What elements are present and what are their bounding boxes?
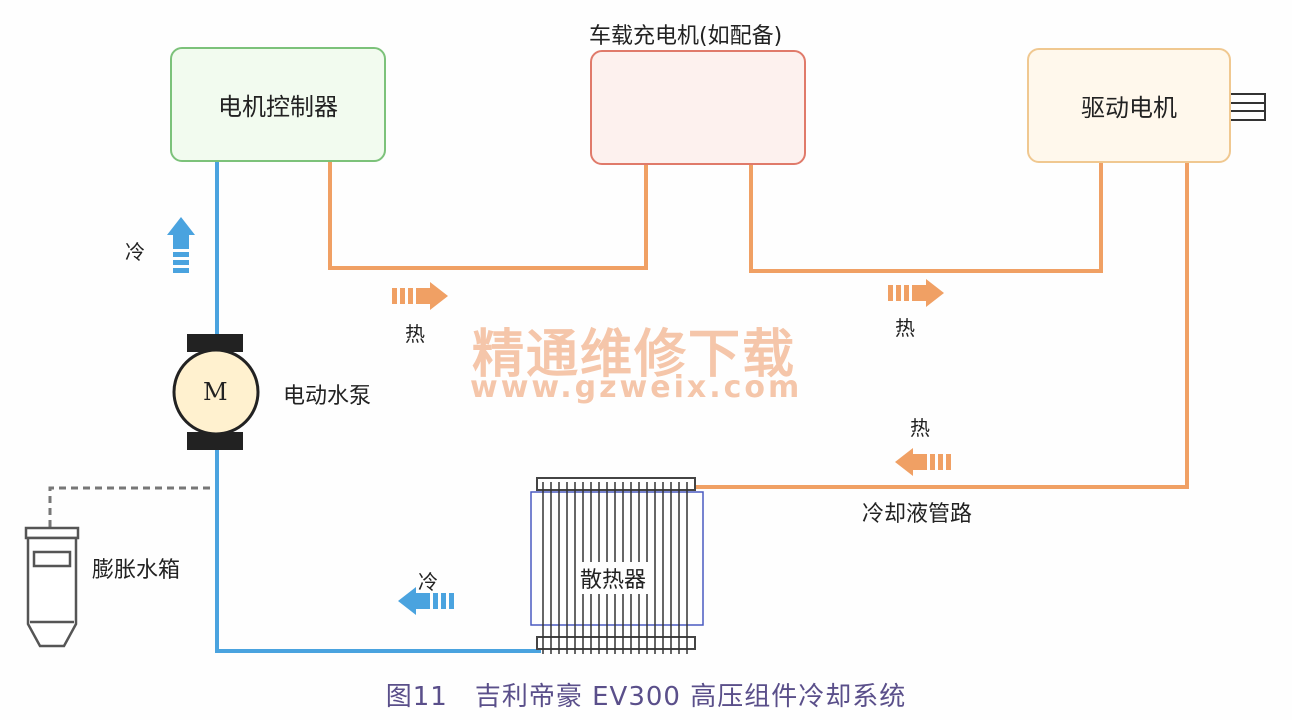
pipe-charger-to-motor: [749, 163, 1103, 273]
expansion-tank-icon: [24, 526, 80, 648]
pump-icon: [172, 334, 260, 450]
heat-arrow-left: [392, 282, 448, 310]
motor-controller-label: 电机控制器: [218, 93, 338, 121]
cold-pipes: [215, 160, 541, 653]
heat-label-right: 热: [895, 316, 915, 340]
heat-label-return: 热: [910, 416, 930, 440]
radiator-icon: [530, 477, 704, 654]
cold-arrow-up: [167, 217, 195, 273]
shaft-connector-icon: [1228, 93, 1266, 121]
figure-caption: 图11 吉利帝豪 EV300 高压组件冷却系统: [385, 682, 907, 712]
pipe-radiator-to-pump: [215, 448, 541, 653]
heat-label-left: 热: [405, 322, 425, 346]
watermark-title: 精通维修下载: [472, 325, 797, 385]
radiator-label: 散热器: [576, 562, 651, 594]
pump-label: 电动水泵: [283, 384, 372, 409]
charger-box: [590, 50, 806, 165]
watermark-url: www.gzweix.com: [470, 370, 803, 405]
heat-arrow-right: [888, 279, 944, 307]
pipe-controller-to-charger: [328, 162, 648, 270]
drive-motor-box: 驱动电机: [1027, 48, 1231, 163]
hot-pipes: [328, 162, 1189, 489]
pump-symbol: M: [203, 378, 228, 406]
expansion-tank-dashed-line: [48, 486, 210, 530]
cold-arrow-bottom: [398, 587, 454, 615]
pipe-motor-to-radiator: [694, 163, 1189, 489]
cold-label-bottom: 冷: [418, 570, 438, 594]
motor-controller-box: 电机控制器: [170, 47, 386, 162]
cold-label-up: 冷: [125, 240, 145, 264]
expansion-tank-label: 膨胀水箱: [92, 558, 181, 583]
heat-arrow-return: [895, 448, 951, 476]
coolant-line-label: 冷却液管路: [862, 502, 973, 527]
drive-motor-label: 驱动电机: [1081, 94, 1177, 122]
charger-title: 车载充电机(如配备): [589, 24, 783, 49]
flow-arrows: [167, 217, 951, 615]
